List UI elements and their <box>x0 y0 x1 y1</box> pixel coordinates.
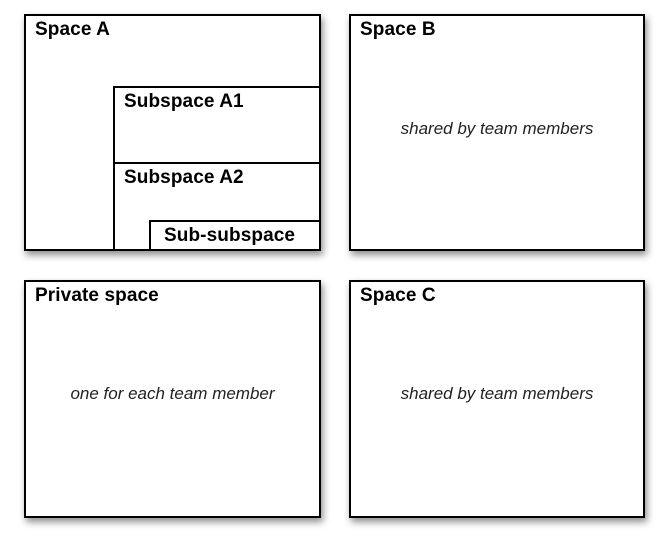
subspace-a1-box: Subspace A1 <box>113 86 321 164</box>
subspace-a2-box: Subspace A2 Sub-subspace <box>113 162 321 251</box>
space-c-box: Space C shared by team members <box>349 280 645 518</box>
sub-subspace-box: Sub-subspace <box>149 220 321 251</box>
private-space-note: one for each team member <box>70 384 275 403</box>
private-space-box: Private space one for each team member <box>24 280 321 518</box>
space-c-note: shared by team members <box>400 384 594 403</box>
private-space-title: Private space <box>35 285 159 306</box>
space-a-title: Space A <box>35 19 110 40</box>
sub-subspace-title: Sub-subspace <box>164 225 296 246</box>
space-c-title: Space C <box>360 285 436 306</box>
space-b-title: Space B <box>360 19 436 40</box>
space-b-box: Space B shared by team members <box>349 14 645 251</box>
space-a-box: Space A Subspace A1 Subspace A2 Sub-subs… <box>24 14 321 251</box>
subspace-a1-title: Subspace A1 <box>124 91 244 112</box>
subspace-a2-title: Subspace A2 <box>124 167 244 188</box>
space-b-note: shared by team members <box>400 119 594 138</box>
